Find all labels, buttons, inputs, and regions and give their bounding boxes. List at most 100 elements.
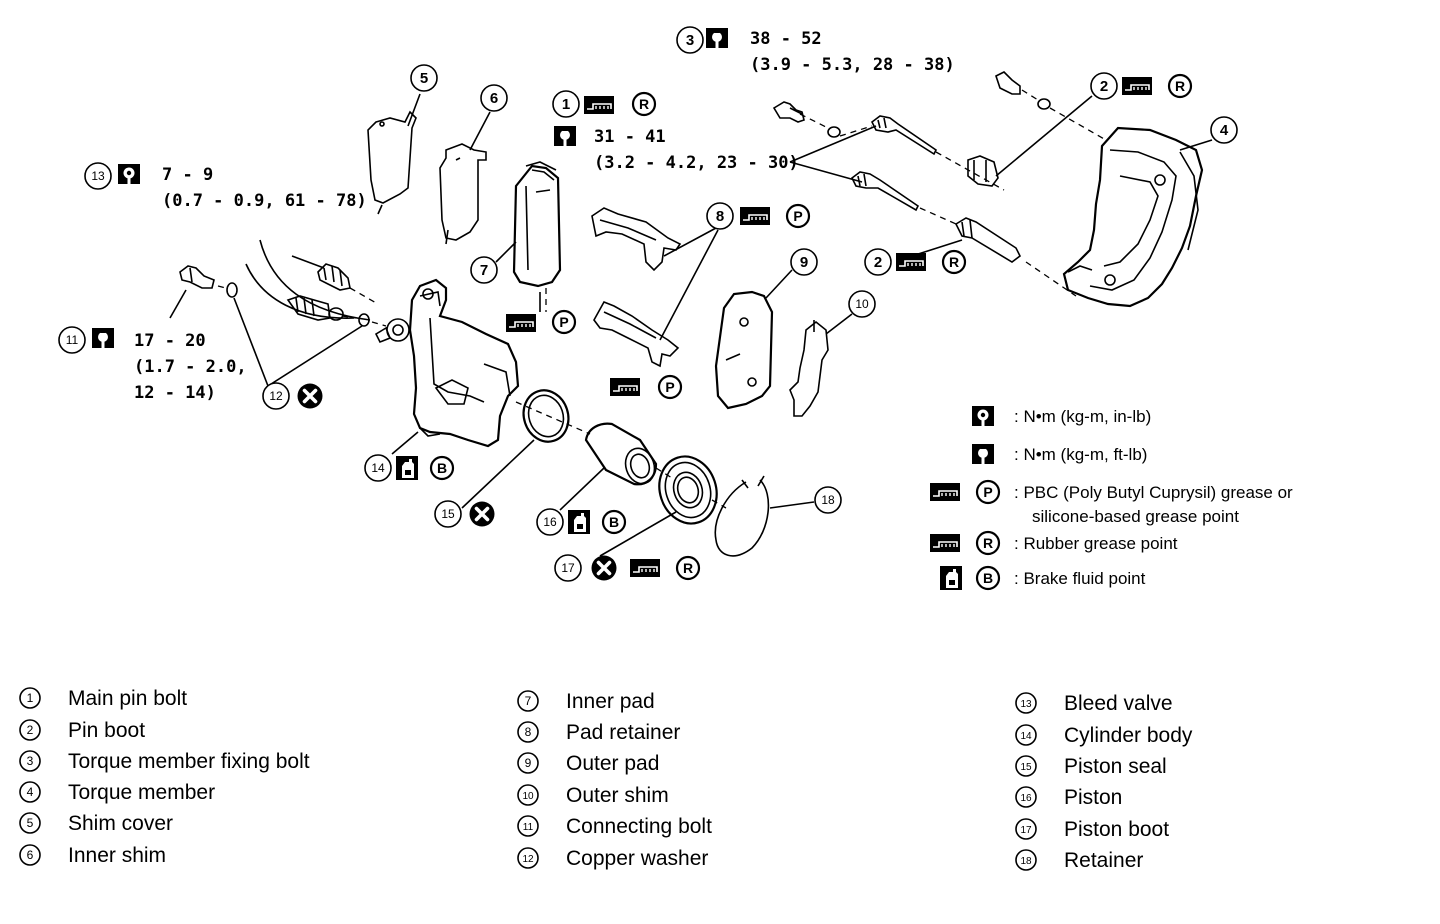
parts-list-name: Inner shim	[68, 844, 166, 867]
torque-1-imperial: (3.2 - 4.2, 23 - 30)	[594, 153, 799, 173]
outer-shim-drawing	[789, 320, 829, 417]
inner-shim-drawing	[439, 143, 487, 245]
parts-list-item: 18 Retainer	[1015, 849, 1143, 872]
parts-list-name: Cylinder body	[1064, 724, 1193, 747]
legend-brake-fluid: : Brake fluid point	[1014, 569, 1146, 588]
retainer-drawing	[714, 475, 770, 557]
torque-wrench-in-lb-icon	[972, 406, 994, 426]
parts-list-item: 1 Main pin bolt	[19, 687, 187, 710]
do-not-reuse-x-icon	[589, 553, 619, 583]
callout-7: 7	[470, 256, 498, 284]
callout-18: 18	[814, 486, 842, 514]
parts-list-number: 8	[525, 725, 532, 739]
parts-list-name: Torque member fixing bolt	[68, 750, 310, 773]
svg-text:P: P	[559, 314, 568, 330]
callout-11: 11	[58, 326, 86, 354]
parts-list-number: 1	[27, 691, 34, 705]
rubber-grease-badge: R	[675, 555, 701, 581]
parts-list-item: 10 Outer shim	[517, 784, 669, 807]
torque-11-imperial-a: (1.7 - 2.0,	[134, 357, 247, 377]
torque-wrench-in-lb-icon	[118, 164, 140, 184]
callout-9: 9	[790, 248, 818, 276]
callout-3: 3	[676, 26, 704, 54]
parts-list-name: Piston boot	[1064, 818, 1169, 841]
parts-list-number-circle	[19, 844, 41, 866]
parts-list-number-circle	[19, 812, 41, 834]
hose-connecting-bolt-drawing	[179, 239, 371, 327]
parts-list-number-circle	[1015, 724, 1037, 746]
svg-text:7: 7	[480, 262, 488, 279]
brake-fluid-badge: B	[975, 565, 1001, 591]
svg-text:6: 6	[490, 90, 498, 107]
parts-list-number-circle	[517, 815, 539, 837]
parts-list-number-circle	[19, 750, 41, 772]
callout-2-upper: 2	[1090, 72, 1118, 100]
piston-drawing	[584, 422, 658, 486]
svg-text:R: R	[1175, 78, 1185, 94]
svg-text:10: 10	[855, 297, 869, 311]
parts-list-number: 16	[1020, 793, 1032, 804]
svg-text:17: 17	[561, 561, 575, 575]
pbc-grease-badge: P	[551, 309, 577, 335]
parts-list-name: Piston	[1064, 786, 1122, 809]
parts-list-item: 7 Inner pad	[517, 690, 655, 713]
parts-list-number: 10	[522, 791, 534, 802]
callout-10: 10	[848, 290, 876, 318]
torque-11-imperial-b: 12 - 14)	[134, 383, 216, 403]
rubber-grease-badge: R	[941, 249, 967, 275]
parts-list-number: 15	[1020, 762, 1032, 773]
parts-list-number: 12	[522, 854, 534, 865]
parts-list-name: Outer shim	[566, 784, 669, 807]
svg-text:1: 1	[562, 96, 570, 113]
callout-4: 4	[1210, 116, 1238, 144]
grease-gun-icon	[505, 313, 537, 333]
parts-list-name: Retainer	[1064, 849, 1143, 872]
grease-gun-icon	[1121, 76, 1153, 96]
parts-list-name: Inner pad	[566, 690, 655, 713]
legend-pbc-line2: silicone-based grease point	[1032, 507, 1239, 526]
parts-list-number: 2	[27, 723, 34, 737]
rubber-grease-badge: R	[975, 530, 1001, 556]
parts-list-number-circle	[19, 687, 41, 709]
legend-torque-in-lb: : N•m (kg-m, in-lb)	[1014, 407, 1151, 426]
svg-text:15: 15	[441, 507, 455, 521]
svg-text:5: 5	[420, 70, 428, 87]
svg-text:R: R	[949, 254, 959, 270]
svg-text:18: 18	[821, 493, 835, 507]
svg-text:13: 13	[91, 169, 105, 183]
parts-list-number: 4	[27, 785, 34, 799]
grease-gun-icon	[929, 482, 961, 502]
upper-bolts-drawing	[772, 71, 1051, 263]
parts-list-number: 3	[27, 754, 34, 768]
parts-list-number: 11	[523, 822, 534, 833]
torque-member-drawing	[1062, 126, 1204, 308]
parts-list-number: 18	[1020, 856, 1032, 867]
parts-list-number: 5	[27, 816, 34, 830]
svg-text:R: R	[683, 560, 693, 576]
legend-rubber-grease: : Rubber grease point	[1014, 534, 1178, 553]
parts-list-number-circle	[19, 719, 41, 741]
svg-text:2: 2	[874, 254, 882, 271]
parts-list-number: 7	[525, 694, 532, 708]
parts-list-number-circle	[1015, 755, 1037, 777]
svg-text:3: 3	[686, 32, 694, 49]
parts-list-name: Pad retainer	[566, 721, 680, 744]
callout-15: 15	[434, 500, 462, 528]
torque-wrench-ft-lb-icon	[706, 28, 728, 48]
svg-text:11: 11	[66, 333, 79, 347]
brake-fluid-badge: B	[601, 509, 627, 535]
svg-text:B: B	[983, 570, 993, 586]
pbc-grease-badge: P	[657, 374, 683, 400]
grease-gun-icon	[629, 558, 661, 578]
symbol-legend: : N•m (kg-m, in-lb) : N•m (kg-m, ft-lb) …	[929, 406, 1293, 591]
parts-list-name: Connecting bolt	[566, 815, 712, 838]
axis-lines	[217, 89, 1107, 509]
parts-list-name: Main pin bolt	[68, 687, 187, 710]
torque-13-value: 7 - 9	[162, 165, 213, 185]
